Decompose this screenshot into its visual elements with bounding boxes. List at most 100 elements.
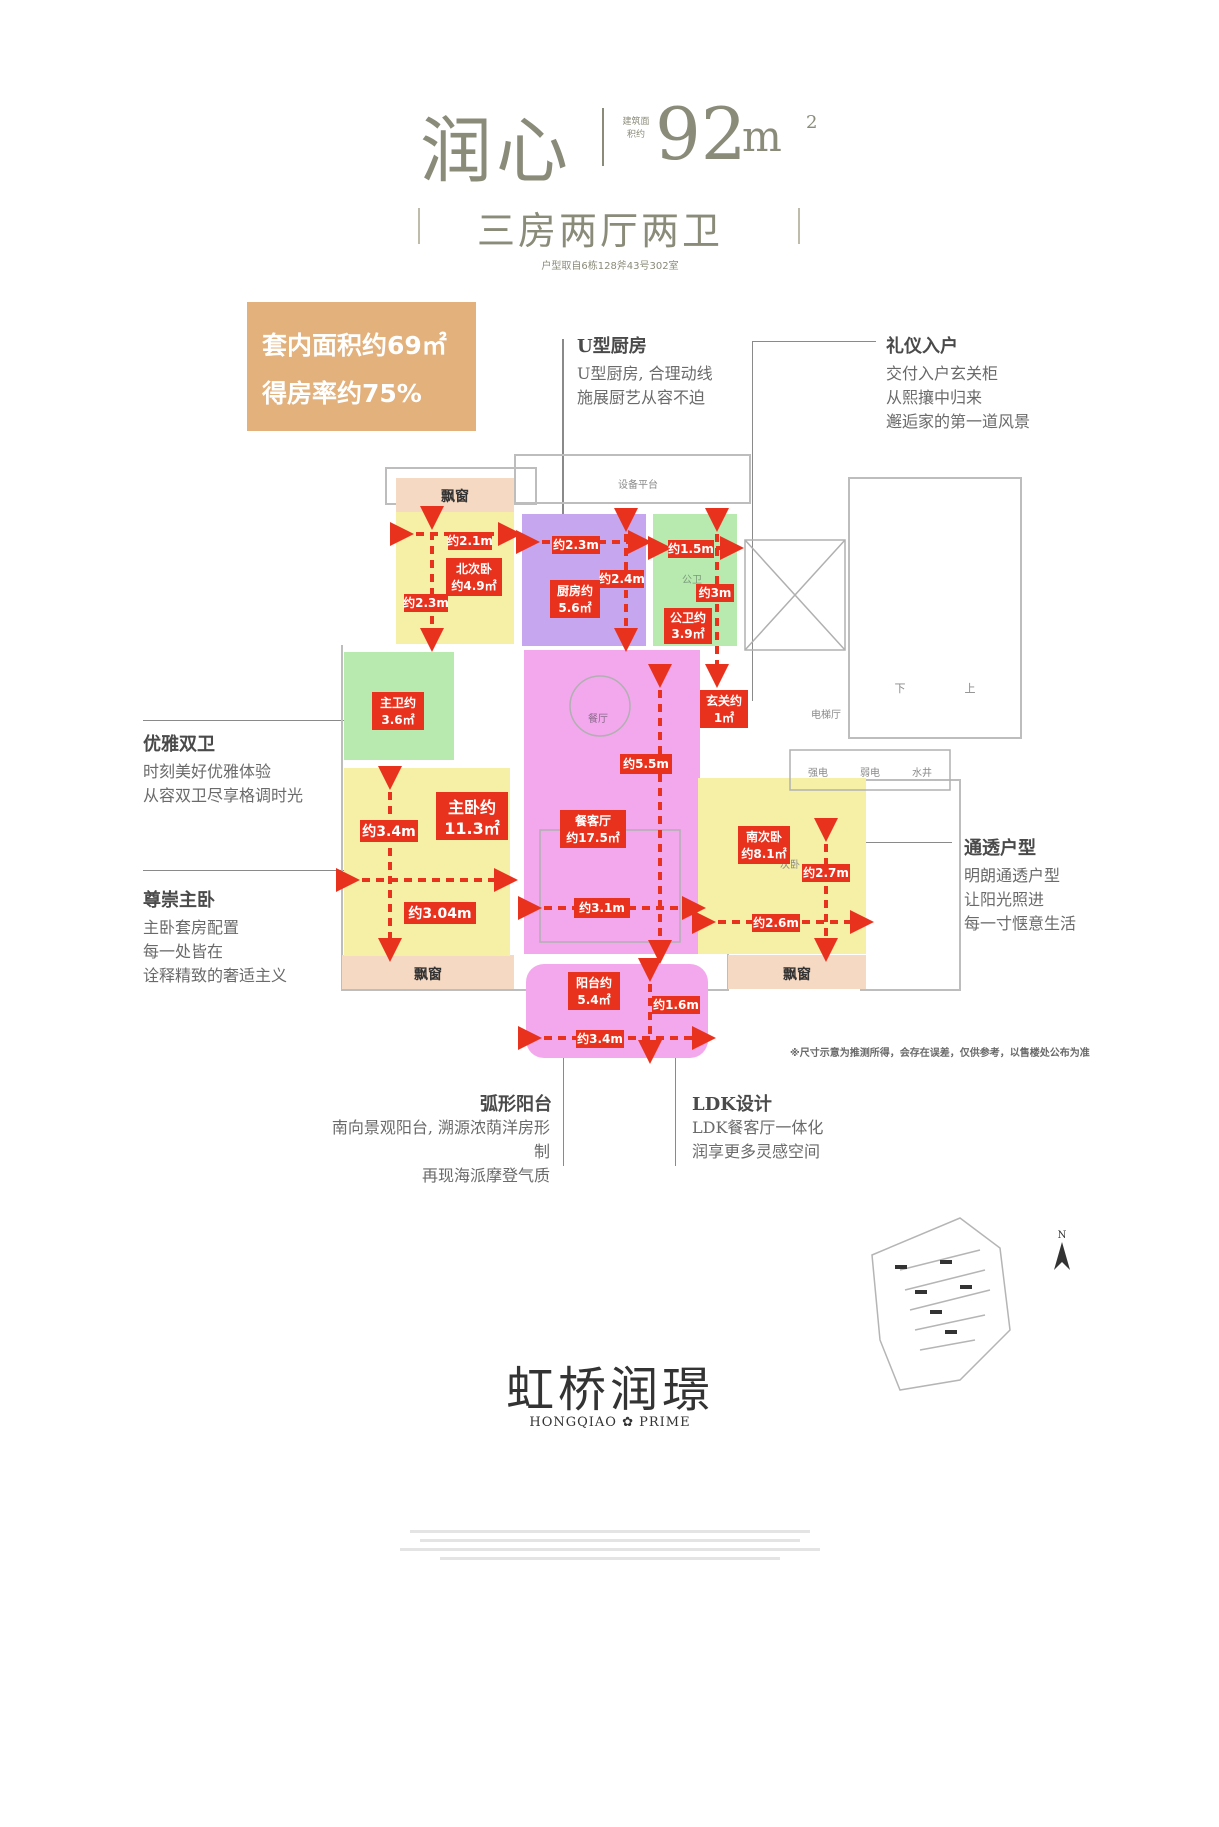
balcony-leader <box>563 1040 564 1166</box>
label-box-master-bath <box>372 692 424 730</box>
kitchen-annotation-body: U型厨房, 合理动线 施展厨艺从容不迫 <box>577 362 713 410</box>
layout-title: 三房两厅两卫 <box>476 209 723 253</box>
subtitle-bar-right <box>798 208 800 244</box>
label-box-balcony-h <box>652 996 700 1014</box>
label-box-north-bed <box>446 558 502 596</box>
living-area: 约17.5㎡ <box>566 830 620 845</box>
dining-small-label: 餐厅 <box>588 712 608 725</box>
balcony-area: 5.4㎡ <box>577 992 610 1007</box>
master-bed-h-label: 约3.4m <box>362 823 415 840</box>
bay-window-north <box>396 478 514 512</box>
public-bath-name: 公卫约 <box>670 610 706 625</box>
elevator-left <box>744 539 846 651</box>
master-line: 每一处皆在 <box>143 942 224 961</box>
utility-label-weak: 弱电 <box>860 766 880 779</box>
inner-area-text: 套内面积约69㎡ <box>262 331 447 360</box>
through-leader <box>800 842 952 843</box>
ldk-leader <box>675 1040 676 1166</box>
brand-logo-cn: 虹桥润璟 <box>505 1362 714 1418</box>
master-bath-area: 3.6㎡ <box>381 712 414 727</box>
subtitle-bar-left <box>418 208 420 244</box>
foyer-name: 玄关约 <box>706 693 742 708</box>
dimension-note: ※尺寸示意为推测所得，会存在误差，仅供参考，以售楼处公布为准 <box>790 1048 1090 1059</box>
entry-line: 交付入户玄关柜 <box>886 364 999 383</box>
label-box-living-w <box>574 898 630 918</box>
label-box-master-bed-w <box>404 902 476 924</box>
area-prefix-label: 建筑面积约 <box>622 117 650 140</box>
entry-annotation-title: 礼仪入户 <box>886 336 958 357</box>
south-bed-w-label: 约2.6m <box>753 915 799 930</box>
bath-leader <box>143 720 363 721</box>
title-divider <box>602 108 604 166</box>
svg-text:N: N <box>1058 1230 1067 1241</box>
ldk-annotation-title: LDK设计 <box>692 1094 772 1115</box>
brand-logo-en: HONGQIAO ✿ PRIME <box>529 1415 691 1430</box>
entry-annotation-body: 交付入户玄关柜 从熙攘中归来 邂逅家的第一道风景 <box>886 362 1030 434</box>
entry-line: 从熙攘中归来 <box>886 388 983 407</box>
entry-leader-v <box>752 341 753 701</box>
utility-label-water: 水井 <box>912 766 932 779</box>
kitchen-line: 施展厨艺从容不迫 <box>577 388 706 407</box>
label-box-living-h <box>620 754 672 774</box>
area-summary-box <box>247 302 476 431</box>
kitchen-area: 5.6㎡ <box>558 600 591 615</box>
bath-line: 时刻美好优雅体验 <box>143 762 272 781</box>
bay-window-master-label: 飘窗 <box>414 966 442 983</box>
through-line: 明朗通透户型 <box>964 866 1061 885</box>
entry-line: 邂逅家的第一道风景 <box>886 412 1031 431</box>
public-bath-small-label: 公卫 <box>682 575 702 586</box>
kitchen-leader <box>562 339 564 529</box>
north-bed-h-label: 约2.3m <box>403 595 449 610</box>
efficiency-text: 得房率约75% <box>262 379 422 408</box>
label-box-public-bath-h <box>696 584 734 602</box>
kitchen-annotation-title: U型厨房 <box>577 336 647 357</box>
label-box-master-bed <box>436 792 508 840</box>
master-annotation-body: 主卧套房配置 每一处皆在 诠释精致的奢适主义 <box>143 916 287 988</box>
balcony-annotation-title: 弧形阳台 <box>480 1094 552 1115</box>
bath-line: 从容双卫尽享格调时光 <box>143 786 304 805</box>
label-box-south-bed-w <box>752 914 800 932</box>
living-name: 餐客厅 <box>575 813 611 828</box>
area-number: 92 <box>655 92 747 176</box>
source-note: 户型取自6栋128斧43号302室 <box>541 261 679 272</box>
label-box-kitchen <box>550 580 600 618</box>
disclaimer-block <box>400 1530 820 1566</box>
utility-strip <box>789 749 951 791</box>
label-box-kitchen-w <box>552 536 600 554</box>
through-line: 每一寸惬意生活 <box>964 914 1077 933</box>
balcony-h-label: 约1.6m <box>653 997 699 1012</box>
public-bath-area: 3.9㎡ <box>671 626 704 641</box>
north-bed-name: 北次卧 <box>456 561 492 576</box>
elevator-cross-2 <box>744 539 846 651</box>
master-bed-w-label: 约3.04m <box>408 905 471 922</box>
label-box-foyer <box>700 690 748 728</box>
stair-outline <box>848 477 1022 739</box>
master-line: 诠释精致的奢适主义 <box>143 966 288 985</box>
label-box-public-bath <box>664 608 712 644</box>
stair-up-label: 上 <box>965 682 976 695</box>
north-bed-area: 约4.9㎡ <box>451 578 496 593</box>
south-bed-name: 南次卧 <box>746 829 782 844</box>
label-box-kitchen-h <box>600 570 644 588</box>
kitchen-w-label: 约2.3m <box>553 537 599 552</box>
north-bed-w-label: 约2.1m <box>447 533 493 548</box>
balcony-line: 南向景观阳台, 溯源浓荫洋房形制 <box>331 1118 550 1161</box>
label-box-balcony <box>568 972 620 1010</box>
label-box-master-bed-h <box>360 820 418 842</box>
balcony-line: 再现海派摩登气质 <box>421 1166 550 1185</box>
label-box-public-bath-w <box>668 540 714 558</box>
site-plan <box>871 1217 1011 1391</box>
elevator-hall-label: 电梯厅 <box>811 708 841 721</box>
ldk-annotation-body: LDK餐客厅一体化 润享更多灵感空间 <box>692 1116 823 1164</box>
ldk-line: 润享更多灵感空间 <box>692 1142 821 1161</box>
kitchen-name: 厨房约 <box>557 583 593 598</box>
master-bed-area: 11.3㎡ <box>444 819 499 838</box>
bay-window-south <box>728 955 866 989</box>
ldk-line: LDK餐客厅一体化 <box>692 1118 824 1137</box>
entry-leader-h <box>752 341 876 342</box>
bay-window-north-label: 飘窗 <box>441 488 469 505</box>
balcony-w-label: 约3.4m <box>577 1031 623 1046</box>
through-line: 让阳光照进 <box>964 890 1045 909</box>
public-bath-w-label: 约1.5m <box>668 541 714 556</box>
north-arrow-icon: N <box>1054 1230 1070 1270</box>
